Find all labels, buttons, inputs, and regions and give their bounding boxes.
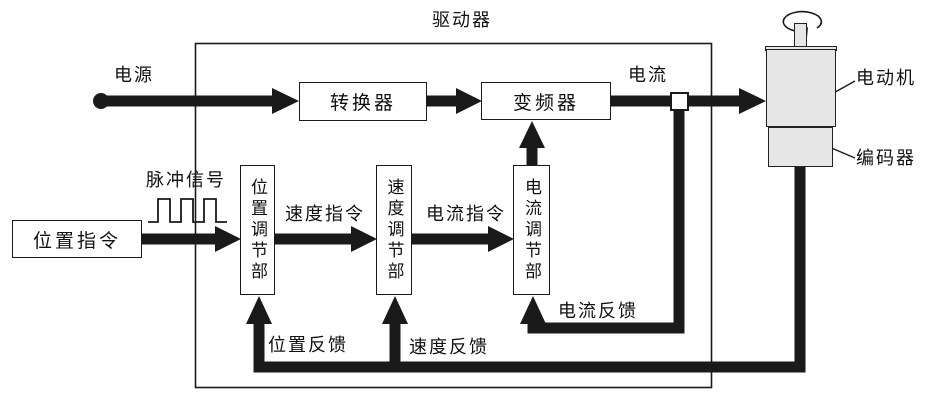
inverter-block: 变频器 bbox=[481, 82, 611, 120]
pulse-waveform-icon bbox=[148, 198, 227, 223]
arrowhead-current-feedback bbox=[520, 296, 546, 324]
speed-feedback-label: 速度反馈 bbox=[409, 337, 489, 358]
rotation-arrow-icon bbox=[782, 10, 823, 33]
motor-label: 电动机 bbox=[856, 68, 916, 89]
position-command-block: 位置指令 bbox=[12, 220, 142, 258]
arrowhead-position-feedback bbox=[246, 296, 272, 324]
encoder-label: 编码器 bbox=[856, 148, 916, 169]
converter-block: 转换器 bbox=[299, 82, 427, 121]
current-sensor-node bbox=[670, 92, 689, 111]
arrowhead-to-converter bbox=[272, 88, 299, 114]
encoder-feedback-line bbox=[253, 167, 806, 373]
driver-boundary-box bbox=[194, 42, 713, 389]
motor-body bbox=[766, 49, 836, 127]
pulse-signal-label: 脉冲信号 bbox=[146, 170, 226, 191]
arrowhead-to-motor bbox=[739, 88, 766, 114]
arrowhead-to-current-regulator bbox=[488, 226, 514, 252]
arrowhead-speed-feedback bbox=[382, 296, 408, 324]
arrowhead-to-position-regulator bbox=[215, 226, 241, 252]
encoder-body bbox=[768, 127, 833, 167]
speed-regulator-block: 速度调节部 bbox=[376, 165, 412, 295]
current-feedback-line bbox=[527, 106, 685, 334]
power-label: 电源 bbox=[114, 65, 154, 86]
arrowhead-up-to-inverter bbox=[519, 121, 545, 148]
current-label: 电流 bbox=[628, 65, 668, 86]
position-feedback-label: 位置反馈 bbox=[268, 335, 348, 356]
arrowhead-to-speed-regulator bbox=[351, 226, 377, 252]
driver-title: 驱动器 bbox=[432, 10, 492, 31]
position-regulator-block: 位置调节部 bbox=[240, 165, 275, 295]
speed-command-label: 速度指令 bbox=[285, 204, 365, 225]
current-feedback-label: 电流反馈 bbox=[558, 301, 638, 322]
arrowhead-to-inverter bbox=[456, 88, 482, 114]
current-command-label: 电流指令 bbox=[426, 204, 506, 225]
current-regulator-block: 电流调节部 bbox=[513, 165, 550, 295]
